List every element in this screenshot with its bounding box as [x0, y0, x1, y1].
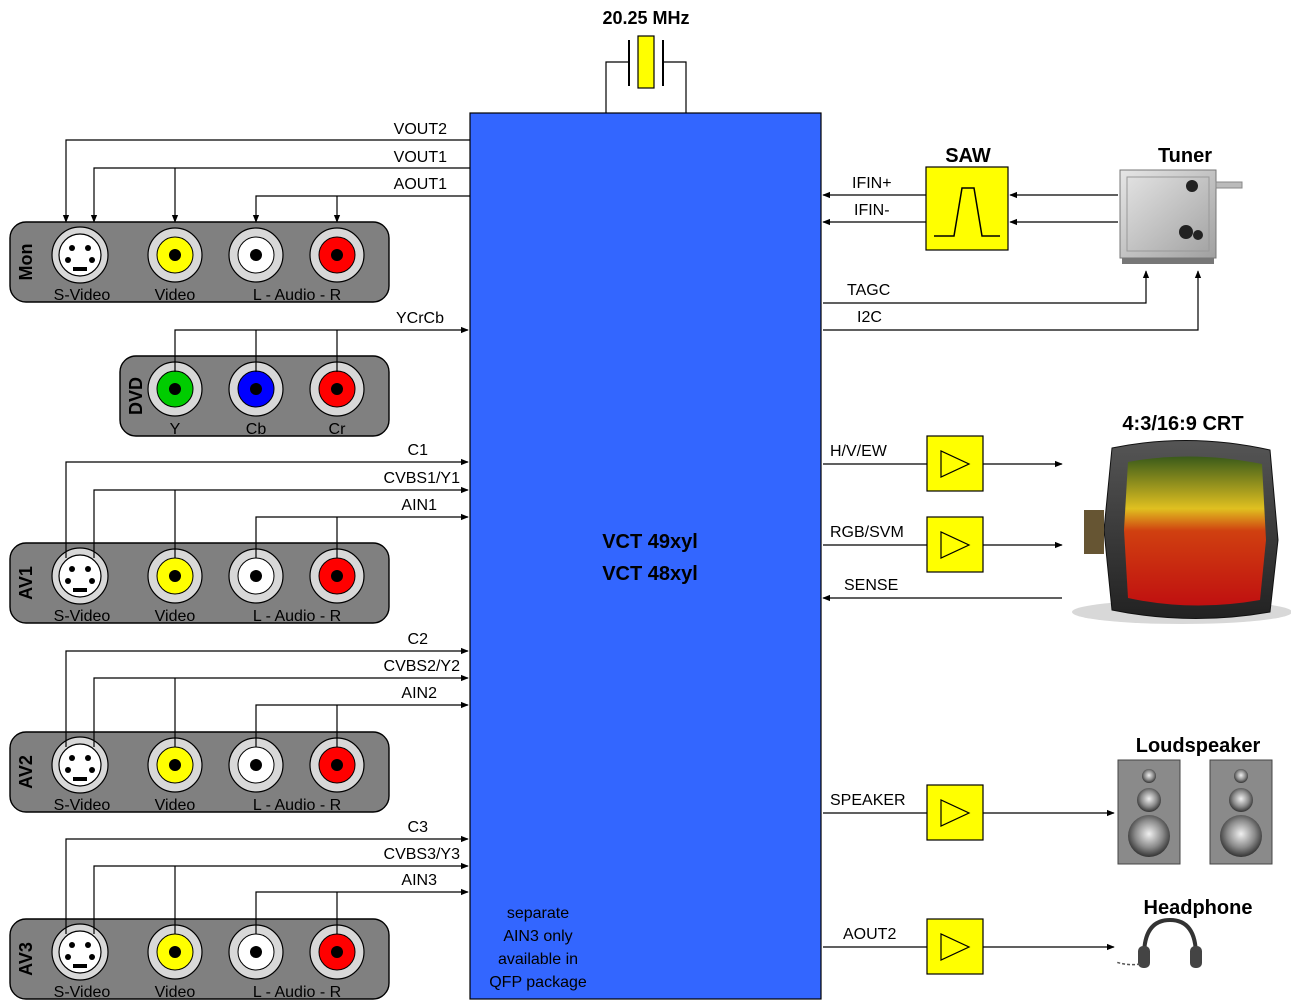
amp-speaker [927, 785, 983, 840]
signal-vout2: VOUT2 [394, 121, 447, 138]
label-av1-svideo: S-Video [54, 608, 111, 625]
chip-note-2: AIN3 only [503, 928, 572, 945]
jack-mon-video[interactable] [148, 228, 202, 282]
chip-note-3: available in [498, 951, 578, 968]
label-av3-video: Video [155, 984, 196, 1001]
saw-title: SAW [945, 145, 991, 167]
headphone-title: Headphone [1144, 897, 1253, 919]
headphone-icon [1116, 920, 1202, 968]
signal-hvew: H/V/EW [830, 443, 888, 460]
chip-note-1: separate [507, 905, 569, 922]
label-av2-svideo: S-Video [54, 797, 111, 814]
tuner-title: Tuner [1158, 145, 1212, 167]
label-av3-audio: L - Audio - R [253, 984, 341, 1001]
signal-ain2: AIN2 [401, 685, 437, 702]
crystal-label: 20.25 MHz [602, 8, 689, 28]
jack-mon-svideo[interactable] [52, 227, 108, 283]
signal-vout1: VOUT1 [394, 149, 447, 166]
panel-av1: AV1 S-Video Video L - Audio - R [10, 543, 389, 625]
panel-mon-title: Mon [16, 244, 36, 281]
signal-ain3: AIN3 [401, 872, 437, 889]
crt-image [1072, 440, 1291, 624]
chip-title-1: VCT 49xyl [602, 531, 698, 553]
loudspeaker-right [1210, 760, 1272, 864]
panel-av2-title: AV2 [16, 755, 36, 789]
label-dvd-cb: Cb [246, 421, 267, 438]
signal-ain1: AIN1 [401, 497, 437, 514]
label-av2-audio: L - Audio - R [253, 797, 341, 814]
tuner-image [1120, 170, 1242, 264]
jack-av2-svideo[interactable] [52, 737, 108, 793]
jack-mon-audio-left[interactable] [229, 228, 283, 282]
signal-c3: C3 [408, 819, 429, 836]
signal-i2c: I2C [857, 309, 882, 326]
label-av1-audio: L - Audio - R [253, 608, 341, 625]
label-av3-svideo: S-Video [54, 984, 111, 1001]
signal-rgbsvm: RGB/SVM [830, 524, 904, 541]
panel-av3: AV3 S-Video Video L - Audio - R [10, 919, 389, 1001]
signal-ycrcb: YCrCb [396, 310, 444, 327]
panel-av1-title: AV1 [16, 566, 36, 600]
loudspeaker-title: Loudspeaker [1136, 735, 1261, 757]
panel-dvd-title: DVD [126, 377, 146, 415]
amp-hvew [927, 436, 983, 491]
signal-tagc: TAGC [847, 282, 890, 299]
label-av2-video: Video [155, 797, 196, 814]
jack-av1-svideo[interactable] [52, 548, 108, 604]
label-mon-audio: L - Audio - R [253, 287, 341, 304]
label-mon-svideo: S-Video [54, 287, 111, 304]
signal-ifin-plus: IFIN+ [852, 175, 892, 192]
crystal-symbol [606, 36, 686, 113]
signal-aout2: AOUT2 [843, 926, 896, 943]
vct-chip [470, 113, 821, 999]
signal-c2: C2 [408, 631, 429, 648]
jack-av3-svideo[interactable] [52, 924, 108, 980]
signal-aout1: AOUT1 [394, 176, 447, 193]
loudspeaker-left [1118, 760, 1180, 864]
signal-cvbs2: CVBS2/Y2 [384, 658, 461, 675]
label-dvd-y: Y [170, 421, 181, 438]
amp-aout2 [927, 919, 983, 974]
panel-dvd: DVD Y Cb Cr [120, 356, 389, 438]
signal-speaker: SPEAKER [830, 792, 906, 809]
signal-ifin-minus: IFIN- [854, 202, 890, 219]
signal-cvbs3: CVBS3/Y3 [384, 846, 461, 863]
panel-av2: AV2 S-Video Video L - Audio - R [10, 732, 389, 814]
panel-mon: Mon S-Video Video L - Audio - R [10, 222, 389, 304]
jack-mon-audio-right[interactable] [310, 228, 364, 282]
crt-title: 4:3/16:9 CRT [1122, 413, 1243, 435]
label-av1-video: Video [155, 608, 196, 625]
label-dvd-cr: Cr [329, 421, 347, 438]
chip-title-2: VCT 48xyl [602, 563, 698, 585]
label-mon-video: Video [155, 287, 196, 304]
signal-cvbs1: CVBS1/Y1 [384, 470, 461, 487]
saw-filter [926, 167, 1008, 250]
signal-c1: C1 [408, 442, 429, 459]
amp-rgbsvm [927, 517, 983, 572]
chip-note-4: QFP package [489, 974, 587, 991]
panel-av3-title: AV3 [16, 942, 36, 976]
signal-sense: SENSE [844, 577, 898, 594]
